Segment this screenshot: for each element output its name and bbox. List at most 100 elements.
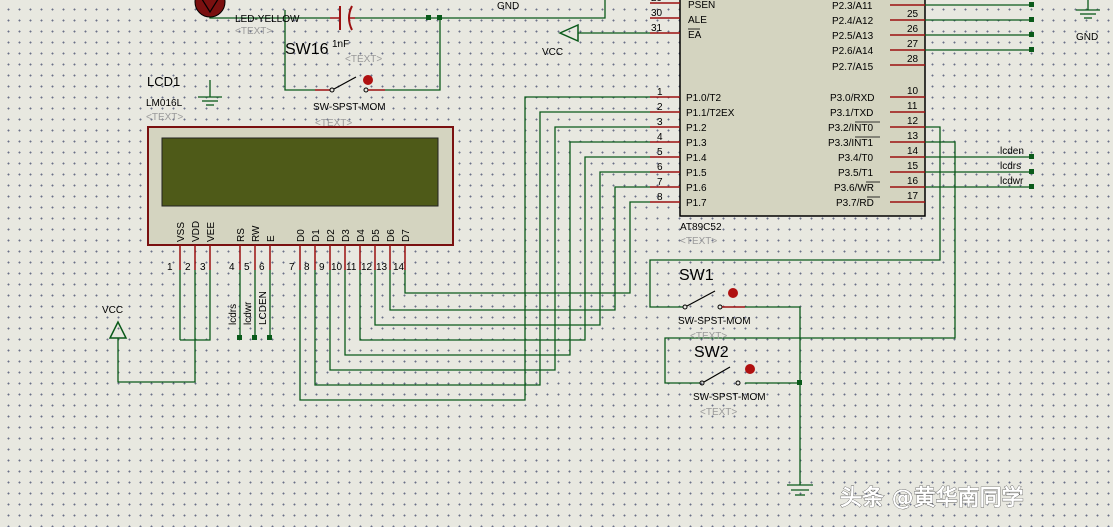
svg-text:8: 8: [304, 262, 310, 273]
vcc-terminal-lcd: VCC: [102, 305, 128, 339]
net-label-lcdrs: lcdrs: [228, 304, 239, 325]
svg-text:P1.0/T2: P1.0/T2: [686, 93, 721, 104]
svg-text:VCC: VCC: [102, 305, 123, 316]
svg-text:3: 3: [200, 262, 206, 273]
svg-text:16: 16: [907, 176, 919, 187]
svg-text:D0: D0: [296, 229, 307, 242]
svg-text:SW-SPST-MOM: SW-SPST-MOM: [678, 316, 751, 327]
svg-text:25: 25: [907, 9, 919, 20]
mcu-text: <TEXT>: [680, 236, 717, 247]
svg-text:7: 7: [289, 262, 295, 273]
svg-text:<TEXT>: <TEXT>: [315, 118, 352, 129]
net-label-lcdrs-right: lcdrs: [1000, 161, 1021, 172]
svg-text:SW2: SW2: [694, 344, 729, 361]
mcu-pin-29: 29 PSEN: [650, 0, 715, 11]
svg-text:LED-YELLOW: LED-YELLOW: [235, 14, 300, 25]
vcc-terminal-mcu: VCC: [542, 23, 579, 58]
svg-text:5: 5: [244, 262, 250, 273]
gnd-terminal-right: [1076, 0, 1100, 19]
switch-sw1[interactable]: SW1 SW-SPST-MOM <TEXT>: [678, 267, 751, 342]
svg-text:P3.6/WR: P3.6/WR: [834, 183, 874, 194]
lcd-lm016l[interactable]: LCD1 LM016L <TEXT> VSS VDD VEE RS: [146, 74, 454, 273]
svg-text:D5: D5: [371, 229, 382, 242]
svg-text:6: 6: [657, 162, 663, 173]
svg-text:P1.4: P1.4: [686, 153, 707, 164]
svg-text:VCC: VCC: [542, 47, 563, 58]
mcu-pins-p3: 10 P3.0/RXD 11 P3.1/TXD 12 P3.2/INT0 13 …: [828, 86, 925, 209]
svg-text:D2: D2: [326, 229, 337, 242]
svg-text:9: 9: [319, 262, 325, 273]
svg-text:VDD: VDD: [191, 221, 202, 242]
svg-text:2: 2: [185, 262, 191, 273]
mcu-at89c52[interactable]: 29 PSEN 30 ALE 31 EA 1 P1.0/T2 2 P1.1/T2…: [650, 0, 926, 247]
svg-text:ALE: ALE: [688, 15, 707, 26]
mcu-pins-p2: P2.3/A11 25 P2.4/A12 26 P2.5/A13 27 P2.6…: [832, 1, 925, 73]
svg-text:1nF: 1nF: [332, 39, 349, 50]
svg-text:8: 8: [657, 192, 663, 203]
svg-text:27: 27: [907, 39, 919, 50]
svg-text:30: 30: [651, 8, 663, 19]
svg-text:D6: D6: [386, 229, 397, 242]
watermark: 头条 @黄华南同学: [840, 485, 1024, 511]
lcd-part: LM016L: [146, 98, 183, 109]
lcd-screen: [161, 137, 439, 207]
switch-sw2[interactable]: SW2 SW-SPST-MOM <TEXT>: [693, 344, 766, 418]
svg-text:14: 14: [907, 146, 919, 157]
svg-text:29: 29: [651, 0, 663, 4]
svg-text:SW-SPST-MOM: SW-SPST-MOM: [693, 392, 766, 403]
svg-text:13: 13: [907, 131, 919, 142]
svg-text:2: 2: [657, 102, 663, 113]
led-yellow[interactable]: LED-YELLOW <TEXT>: [194, 0, 300, 37]
net-label-lcdwr: lcdwr: [243, 301, 254, 325]
svg-text:1: 1: [657, 87, 663, 98]
svg-text:P2.6/A14: P2.6/A14: [832, 46, 874, 57]
svg-text:P3.4/T0: P3.4/T0: [838, 153, 873, 164]
svg-text:P2.5/A13: P2.5/A13: [832, 31, 874, 42]
svg-text:1: 1: [167, 262, 173, 273]
svg-text:7: 7: [657, 177, 663, 188]
switch-sw16[interactable]: SW16 SW-SPST-MOM <TEXT>: [285, 41, 386, 129]
mcu-pin-30: 30 ALE: [650, 8, 707, 26]
gnd-label-right: GND: [1076, 32, 1098, 43]
svg-text:P3.3/INT1: P3.3/INT1: [828, 138, 873, 149]
mcu-pin-31: 31 EA: [650, 23, 702, 41]
gnd-label-top: GND: [497, 1, 519, 12]
svg-text:<TEXT>: <TEXT>: [345, 54, 382, 65]
svg-text:P3.1/TXD: P3.1/TXD: [830, 108, 873, 119]
svg-text:E: E: [266, 235, 277, 242]
svg-text:<TEXT>: <TEXT>: [700, 407, 737, 418]
svg-text:28: 28: [907, 54, 919, 65]
svg-text:15: 15: [907, 161, 919, 172]
svg-text:P2.3/A11: P2.3/A11: [832, 1, 873, 12]
svg-text:P1.7: P1.7: [686, 198, 707, 209]
svg-text:SW-SPST-MOM: SW-SPST-MOM: [313, 102, 386, 113]
mcu-body[interactable]: [679, 0, 926, 217]
svg-text:D7: D7: [401, 229, 412, 242]
svg-text:17: 17: [907, 191, 919, 202]
svg-text:D3: D3: [341, 229, 352, 242]
svg-text:P2.4/A12: P2.4/A12: [832, 16, 874, 27]
svg-text:P3.5/T1: P3.5/T1: [838, 168, 873, 179]
svg-text:P1.1/T2EX: P1.1/T2EX: [686, 108, 735, 119]
svg-text:SW1: SW1: [679, 267, 714, 284]
svg-text:3: 3: [657, 117, 663, 128]
svg-text:10: 10: [907, 86, 919, 97]
svg-text:11: 11: [346, 262, 357, 273]
svg-text:P1.6: P1.6: [686, 183, 707, 194]
svg-text:6: 6: [259, 262, 265, 273]
svg-text:<TEXT>: <TEXT>: [235, 26, 272, 37]
svg-text:P1.2: P1.2: [686, 123, 707, 134]
svg-text:11: 11: [907, 101, 918, 112]
net-label-lcdwr-right: lcdwr: [1000, 176, 1024, 187]
svg-text:31: 31: [651, 23, 663, 34]
svg-text:P3.0/RXD: P3.0/RXD: [830, 93, 874, 104]
svg-text:<TEXT>: <TEXT>: [690, 331, 727, 342]
mcu-ref: AT89C52: [680, 222, 722, 233]
lcd-ref: LCD1: [147, 74, 180, 89]
capacitor-1nf[interactable]: 1nF <TEXT>: [330, 5, 382, 65]
net-label-lcden-right: lcden: [1000, 146, 1024, 157]
svg-text:P1.5: P1.5: [686, 168, 707, 179]
svg-text:14: 14: [393, 262, 405, 273]
svg-text:VSS: VSS: [176, 222, 187, 242]
